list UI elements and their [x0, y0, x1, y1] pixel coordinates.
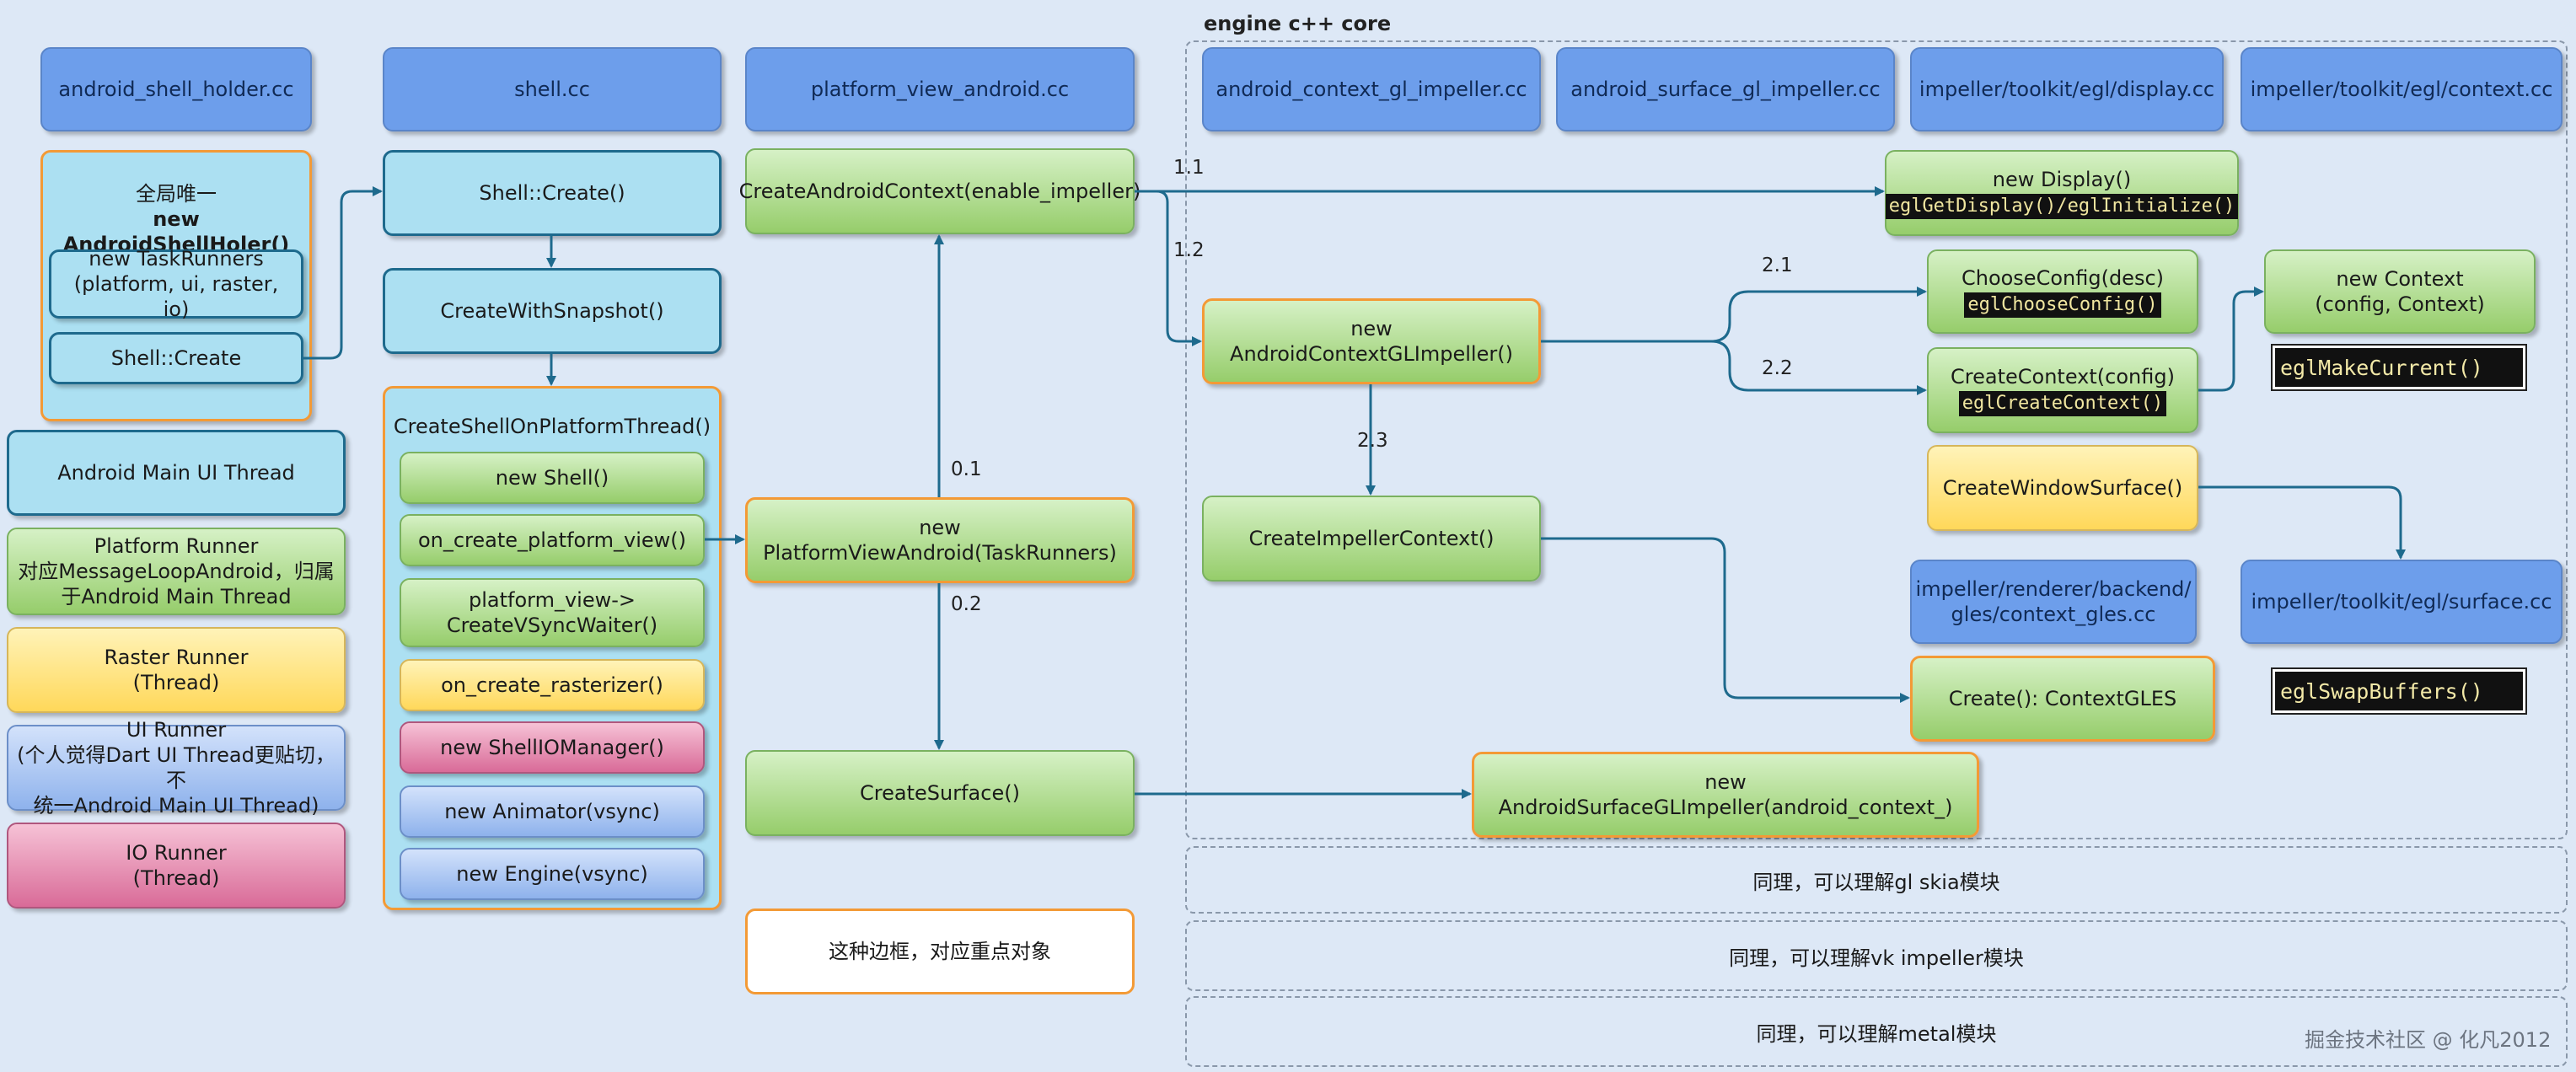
create-android-context: CreateAndroidContext(enable_impeller)	[739, 148, 1140, 234]
legend-raster-runner: Raster Runner (Thread)	[7, 627, 346, 713]
edge-label-0-1: 0.1	[951, 458, 982, 480]
new-display-label: new Display()	[1992, 168, 2132, 192]
new-context-line1: new Context	[2336, 267, 2464, 291]
on-create-platform-view: on_create_platform_view()	[400, 514, 705, 566]
core-region-label: engine c++ core	[1204, 12, 1392, 35]
edge-window-surface-to-egl-surface	[2198, 485, 2406, 560]
watermark: 掘金技术社区 @ 化凡2012	[2305, 1028, 2552, 1052]
edge-impeller-ctx-to-gles	[1541, 537, 1910, 703]
task-runners-line1: new TaskRunners	[89, 247, 264, 271]
edge-label-1-2: 1.2	[1173, 239, 1205, 261]
ui-runner-line3: 统一Android Main UI Thread)	[33, 794, 319, 817]
io-runner-line2: (Thread)	[132, 866, 220, 890]
header-platform-view-android: platform_view_android.cc	[745, 47, 1135, 131]
gl-skia-note: 同理，可以理解gl skia模块	[1185, 846, 2568, 914]
edge-1-2	[1135, 190, 1202, 346]
create-surface: CreateSurface()	[745, 750, 1135, 836]
header-egl-display: impeller/toolkit/egl/display.cc	[1910, 47, 2224, 131]
choose-config-label: ChooseConfig(desc)	[1961, 266, 2165, 291]
egl-swap-buffers: eglSwapBuffers()	[2273, 669, 2525, 713]
new-android-surface-gl-impeller: new AndroidSurfaceGLImpeller(android_con…	[1472, 752, 1979, 838]
edge-2-1	[1541, 287, 1927, 343]
shell-create: Shell::Create()	[383, 150, 722, 236]
holder-line1: 全局唯一	[136, 182, 217, 206]
header-context-gles: impeller/renderer/backend/ gles/context_…	[1910, 560, 2197, 644]
task-runners-line2: (platform, ui, raster, io)	[73, 272, 279, 321]
edge-label-2-1: 2.1	[1762, 255, 1793, 276]
new-pv-line2: PlatformViewAndroid(TaskRunners)	[763, 541, 1117, 565]
platform-runner-line2: 对应MessageLoopAndroid，归属	[18, 560, 335, 583]
choose-config: ChooseConfig(desc) eglChooseConfig()	[1927, 249, 2198, 334]
highlight-border-legend: 这种边框，对应重点对象	[745, 909, 1135, 994]
raster-runner-line2: (Thread)	[132, 671, 220, 694]
new-android-context-gl-impeller: new AndroidContextGLImpeller()	[1202, 298, 1541, 384]
new-display: new Display() eglGetDisplay()/eglInitial…	[1885, 150, 2239, 236]
ui-runner-line2: (个人觉得Dart UI Thread更贴切，不	[17, 743, 335, 792]
ui-runner-line1: UI Runner	[126, 718, 227, 742]
create-with-snapshot: CreateWithSnapshot()	[383, 268, 722, 354]
create-context-label: CreateContext(config)	[1951, 365, 2175, 389]
header-shell: shell.cc	[383, 47, 722, 131]
header-egl-surface: impeller/toolkit/egl/surface.cc	[2241, 560, 2563, 644]
display-code: eglGetDisplay()/eglInitialize()	[1885, 194, 2239, 219]
vsync-line1: platform_view->	[468, 588, 636, 612]
vk-impeller-note: 同理，可以理解vk impeller模块	[1185, 920, 2568, 991]
platform-runner-line1: Platform Runner	[94, 534, 259, 558]
edge-holder-to-shell-create	[303, 186, 383, 360]
egl-make-current: eglMakeCurrent()	[2273, 346, 2525, 389]
legend-platform-runner: Platform Runner 对应MessageLoopAndroid，归属 …	[7, 528, 346, 615]
create-context-gles: Create(): ContextGLES	[1910, 656, 2215, 742]
new-shell: new Shell()	[400, 452, 705, 504]
context-gles-header-line1: impeller/renderer/backend/	[1915, 577, 2192, 601]
header-android-context-gl-impeller: android_context_gl_impeller.cc	[1202, 47, 1541, 131]
metal-note: 同理，可以理解metal模块	[1185, 996, 2568, 1067]
new-shell-io-manager: new ShellIOManager()	[400, 721, 705, 774]
header-android-surface-gl-impeller: android_surface_gl_impeller.cc	[1556, 47, 1895, 131]
choose-config-code: eglChooseConfig()	[1964, 292, 2161, 318]
edge-label-0-2: 0.2	[951, 593, 982, 615]
edge-create-context-to-new-context	[2198, 287, 2264, 392]
edge-label-2-3: 2.3	[1357, 430, 1388, 452]
edge-2-2	[1541, 340, 1927, 395]
context-gles-header-line2: gles/context_gles.cc	[1951, 603, 2156, 626]
raster-runner-line1: Raster Runner	[104, 646, 249, 669]
engine-core-region	[1185, 40, 2568, 839]
header-egl-context: impeller/toolkit/egl/context.cc	[2241, 47, 2563, 131]
create-context: CreateContext(config) eglCreateContext()	[1927, 347, 2198, 433]
platform-runner-line3: 于Android Main Thread	[61, 585, 292, 608]
header-android-shell-holder: android_shell_holder.cc	[40, 47, 312, 131]
new-pv-line1: new	[919, 516, 961, 539]
vsync-line2: CreateVSyncWaiter()	[446, 614, 658, 637]
legend-ui-runner: UI Runner (个人觉得Dart UI Thread更贴切，不 统一And…	[7, 718, 346, 817]
new-task-runners: new TaskRunners (platform, ui, raster, i…	[49, 247, 303, 321]
create-context-code: eglCreateContext()	[1958, 391, 2167, 416]
new-engine: new Engine(vsync)	[400, 848, 705, 900]
new-context-line2: (config, Context)	[2315, 292, 2485, 316]
create-impeller-context: CreateImpellerContext()	[1202, 496, 1541, 582]
legend-io-runner: IO Runner (Thread)	[7, 823, 346, 909]
on-create-rasterizer: on_create_rasterizer()	[400, 659, 705, 711]
new-animator: new Animator(vsync)	[400, 785, 705, 838]
create-vsync-waiter: platform_view-> CreateVSyncWaiter()	[400, 578, 705, 647]
new-platform-view-android: new PlatformViewAndroid(TaskRunners)	[745, 497, 1135, 583]
create-window-surface: CreateWindowSurface()	[1927, 445, 2198, 531]
edge-label-1-1: 1.1	[1173, 157, 1205, 179]
holder-shell-create: Shell::Create	[49, 332, 303, 384]
new-context: new Context (config, Context)	[2264, 249, 2536, 334]
io-runner-line1: IO Runner	[126, 841, 227, 865]
legend-android-main-ui-thread: Android Main UI Thread	[7, 430, 346, 516]
edge-label-2-2: 2.2	[1762, 357, 1793, 379]
